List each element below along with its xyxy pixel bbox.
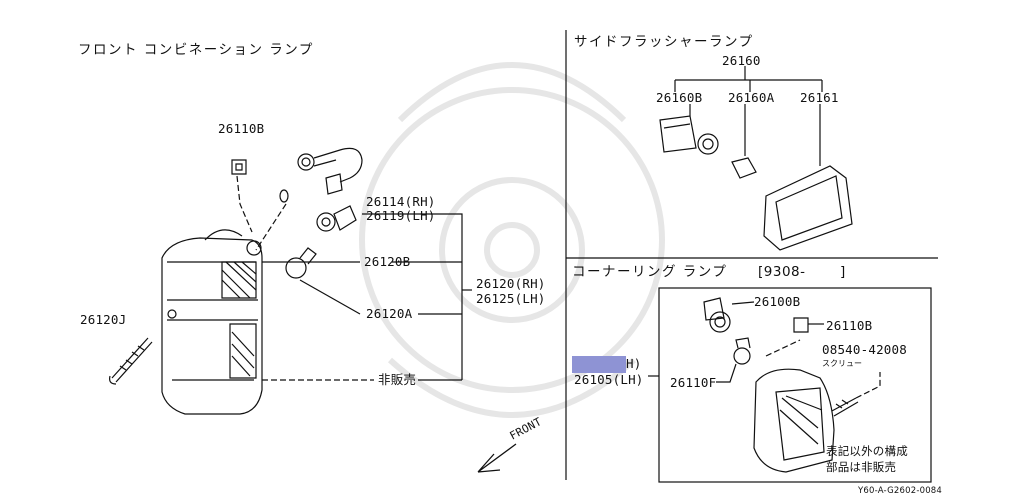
part-26110B-cornering[interactable]: 26110B xyxy=(826,318,873,333)
part-26110F[interactable]: 26110F xyxy=(670,375,717,390)
part-26160[interactable]: 26160 xyxy=(722,53,761,68)
part-26120J[interactable]: 26120J xyxy=(80,312,127,327)
redacted-highlight xyxy=(572,356,626,373)
front-direction-arrow xyxy=(477,443,517,473)
part-26100B[interactable]: 26100B xyxy=(754,294,801,309)
part-26110B[interactable]: 26110B xyxy=(218,121,265,136)
screw-label: スクリュー xyxy=(822,359,862,368)
part-26120A[interactable]: 26120A xyxy=(366,306,413,321)
side-flasher-drawing xyxy=(659,66,853,251)
front-combination-lamp-drawing xyxy=(109,147,472,415)
part-26105-lh[interactable]: 26105(LH) xyxy=(574,372,644,387)
date-range-start: [9308- xyxy=(758,264,806,280)
watermark-emblem xyxy=(359,62,665,418)
part-26120B[interactable]: 26120B xyxy=(364,254,411,269)
part-26125-lh[interactable]: 26125(LH) xyxy=(476,291,546,306)
not-for-sale-label: 非販売 xyxy=(378,372,417,387)
part-26114-rh[interactable]: 26114(RH) xyxy=(366,194,436,209)
date-range-end: ] xyxy=(840,264,847,280)
front-combination-lamp-title: フロント コンビネーション ランプ xyxy=(78,42,314,58)
part-08540-42008[interactable]: 08540-42008 xyxy=(822,342,907,357)
part-rh-partial[interactable]: H) xyxy=(626,356,642,371)
diagram-code: Y60-A-G2602-0084 xyxy=(858,486,943,496)
part-26119-lh[interactable]: 26119(LH) xyxy=(366,208,436,223)
cornering-lamp-drawing xyxy=(648,297,881,473)
part-26160B[interactable]: 26160B xyxy=(656,90,703,105)
part-26120-rh[interactable]: 26120(RH) xyxy=(476,276,546,291)
not-for-sale-note: 表記以外の構成 部品は非販売 xyxy=(826,444,908,474)
panel-frames xyxy=(565,30,938,483)
side-flasher-lamp-title: サイドフラッシャーランプ xyxy=(574,34,754,50)
cornering-lamp-title: コーナーリング ランプ xyxy=(572,264,728,280)
part-26160A[interactable]: 26160A xyxy=(728,90,775,105)
part-26161[interactable]: 26161 xyxy=(800,90,839,105)
